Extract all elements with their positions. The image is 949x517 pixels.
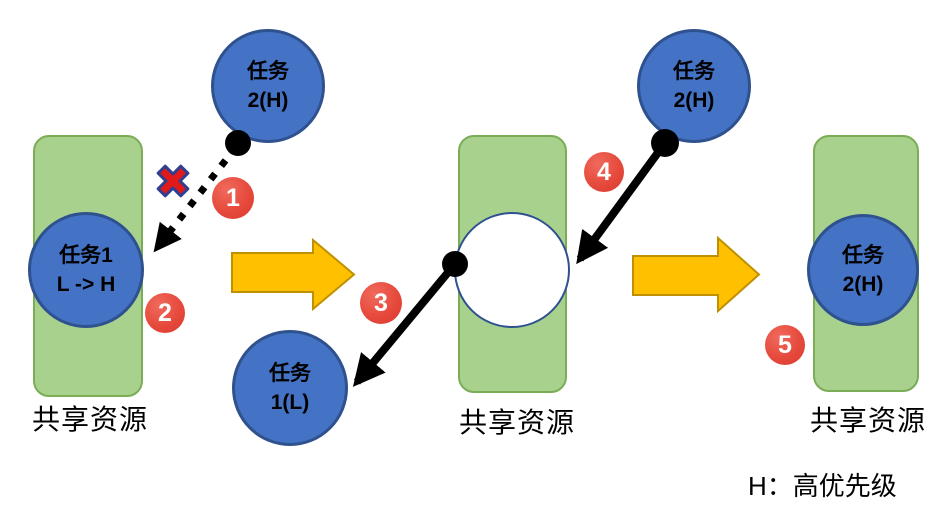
task-circle-task2-high-right: 任务 2(H) — [637, 29, 751, 143]
task-circle-task2-high-left: 任务 2(H) — [211, 29, 325, 143]
task-label: 任务 — [673, 59, 715, 83]
task-label: 任务1 — [59, 243, 113, 267]
resource-label-3: 共享资源 — [809, 405, 926, 436]
step-badge-1: 1 — [212, 177, 254, 219]
task-label: 任务 — [842, 243, 884, 267]
task-priority: 2(H) — [842, 273, 884, 296]
task-label: 任务 — [247, 59, 289, 83]
step-badge-3: 3 — [360, 282, 402, 324]
flow-arrow-2 — [632, 235, 761, 314]
resource-label-2: 共享资源 — [458, 407, 575, 438]
step-badge-2: 2 — [145, 293, 185, 333]
task-priority: 1(L) — [270, 391, 310, 414]
flow-arrow-1 — [231, 237, 356, 312]
task-priority: 2(H) — [673, 89, 715, 112]
task-circle-task1-low: 任务 1(L) — [232, 330, 348, 446]
resource-label-1: 共享资源 — [31, 404, 148, 435]
legend-high-priority: H：高优先级 — [748, 471, 897, 501]
step-badge-4: 4 — [584, 152, 624, 192]
task-priority: 2(H) — [247, 89, 289, 112]
task-priority: L -> H — [56, 273, 116, 296]
task-circle-task2-in-resource: 任务 2(H) — [807, 214, 919, 326]
empty-resource-circle — [454, 212, 570, 328]
task-label: 任务 — [269, 361, 311, 385]
step-badge-5: 5 — [765, 325, 805, 365]
release-arrow-3 — [352, 261, 459, 387]
blocked-x-icon — [156, 164, 190, 198]
task-circle-task1-in-resource: 任务1 L -> H — [28, 212, 144, 328]
